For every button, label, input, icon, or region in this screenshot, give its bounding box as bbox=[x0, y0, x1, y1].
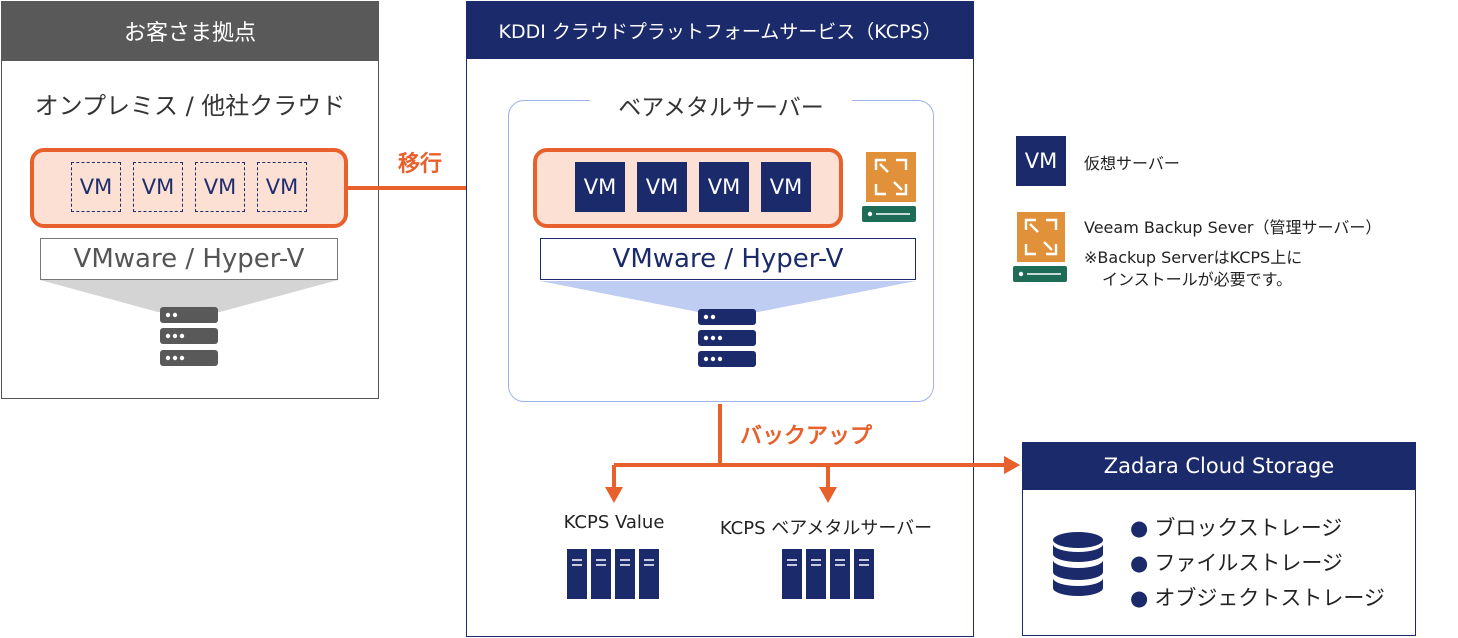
legend-veeam-desc: Veeam Backup Sever（管理サーバー） bbox=[1084, 218, 1382, 237]
customer-hypervisor: VMware / Hyper-V bbox=[40, 238, 338, 280]
zadara-item-object: ●オブジェクトストレージ bbox=[1130, 586, 1385, 610]
backup-label: バックアップ bbox=[740, 424, 873, 449]
customer-vm-2: VM bbox=[133, 162, 183, 212]
backup-arrow-zadara bbox=[1004, 456, 1020, 474]
kcps-title: KDDI クラウドプラットフォームサービス（KCPS） bbox=[466, 1, 974, 59]
database-icon bbox=[1053, 532, 1103, 596]
legend-veeam-note-1: ※Backup ServerはKCPS上に bbox=[1084, 248, 1303, 267]
kcps-vm-2: VM bbox=[637, 162, 687, 212]
customer-vm-group bbox=[30, 148, 348, 228]
customer-vm-4: VM bbox=[257, 162, 307, 212]
target-kcps-value: KCPS Value bbox=[563, 512, 665, 533]
legend-vm-badge: VM bbox=[1016, 136, 1066, 186]
legend-vm-desc: 仮想サーバー bbox=[1084, 154, 1180, 173]
customer-vm-1: VM bbox=[71, 162, 121, 212]
legend-veeam-note-2: インストールが必要です。 bbox=[1102, 270, 1293, 289]
zadara-item-block: ●ブロックストレージ bbox=[1130, 516, 1343, 540]
target-kcps-baremetal: KCPS ベアメタルサーバー bbox=[719, 518, 933, 539]
zadara-item-file: ●ファイルストレージ bbox=[1130, 551, 1343, 575]
baremetal-title: ベアメタルサーバー bbox=[590, 88, 852, 122]
kcps-vm-3: VM bbox=[699, 162, 749, 212]
migration-label: 移行 bbox=[398, 152, 443, 177]
legend-veeam-icon bbox=[1013, 212, 1067, 282]
zadara-title: Zadara Cloud Storage bbox=[1022, 442, 1416, 490]
kcps-hypervisor: VMware / Hyper-V bbox=[540, 238, 916, 280]
customer-site-subtitle: オンプレミス / 他社クラウド bbox=[34, 92, 346, 120]
kcps-vm-4: VM bbox=[761, 162, 811, 212]
kcps-vm-1: VM bbox=[575, 162, 625, 212]
customer-server-icon bbox=[160, 307, 218, 366]
customer-site-title: お客さま拠点 bbox=[1, 1, 379, 61]
customer-vm-3: VM bbox=[195, 162, 245, 212]
customer-hypervisor-cone bbox=[40, 280, 338, 312]
